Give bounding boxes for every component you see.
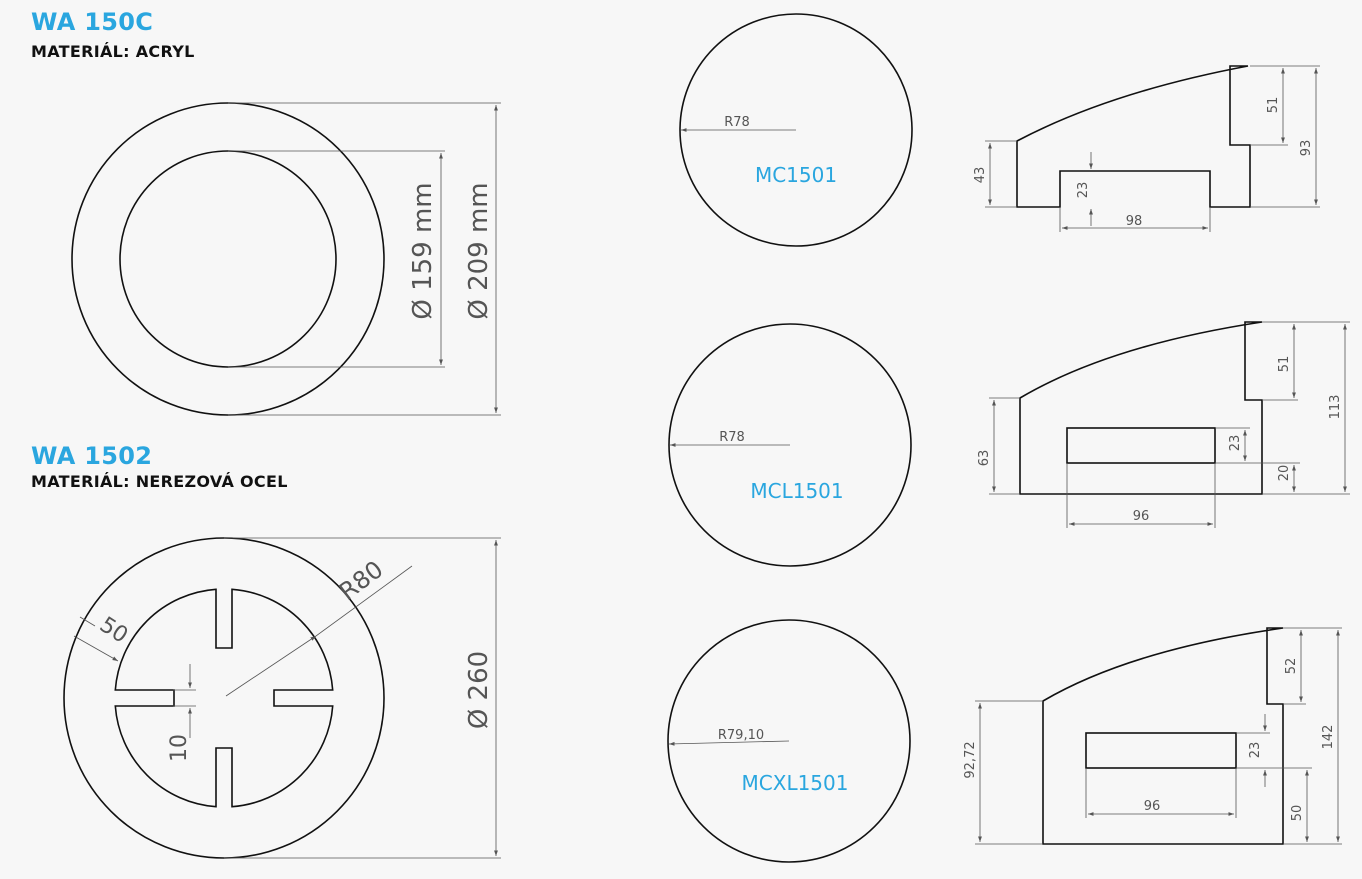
mcl1501-model-label: MCL1501 bbox=[750, 479, 843, 503]
wa150c-outer-circle bbox=[71, 102, 385, 416]
mcxl1501-left-height-label: 92,72 bbox=[963, 741, 978, 778]
mcl1501-left-height-label: 63 bbox=[977, 450, 992, 467]
wa1502-radius-label: R80 bbox=[334, 555, 389, 606]
wa1502-slot-label: 10 bbox=[167, 734, 192, 762]
wa150c-inner-diameter-label: Ø 159 mm bbox=[408, 182, 438, 319]
mcxl1501-radius-label: R79,10 bbox=[718, 728, 764, 743]
mc1501-slot-width-label: 98 bbox=[1126, 214, 1143, 229]
material-label-wa1502: MATERIÁL: NEREZOVÁ OCEL bbox=[31, 472, 288, 491]
mc1501-top-view: R78 MC1501 bbox=[679, 13, 913, 247]
mc1501-model-label: MC1501 bbox=[755, 163, 837, 187]
material-label-wa150c: MATERIÁL: ACRYL bbox=[31, 42, 195, 61]
mcl1501-top-view: R78 MCL1501 bbox=[668, 323, 912, 567]
mc1501-slot-height-label: 23 bbox=[1076, 182, 1091, 199]
wa1502-outer-diameter-label: Ø 260 bbox=[464, 651, 494, 729]
mcl1501-radius-label: R78 bbox=[719, 430, 745, 445]
mcxl1501-model-label: MCXL1501 bbox=[742, 771, 849, 795]
wa150c-ring-drawing: Ø 159 mm Ø 209 mm bbox=[71, 102, 501, 416]
wa150c-outer-diameter-label: Ø 209 mm bbox=[464, 182, 494, 319]
mc1501-radius-label: R78 bbox=[724, 115, 750, 130]
mcxl1501-slot-height-label: 23 bbox=[1248, 742, 1263, 759]
mc1501-left-height-label: 43 bbox=[973, 167, 988, 184]
wa150c-inner-circle bbox=[119, 150, 337, 368]
mcl1501-slot-height-label: 23 bbox=[1228, 435, 1243, 452]
mcl1501-slot-bottom-label: 20 bbox=[1277, 465, 1292, 482]
mcl1501-side-profile: 51 113 63 23 20 96 bbox=[977, 321, 1350, 528]
mcl1501-step-height-label: 51 bbox=[1277, 356, 1292, 373]
mc1501-side-profile: 51 93 43 23 98 bbox=[973, 65, 1320, 232]
product-title-wa1502: WA 1502 bbox=[31, 442, 153, 470]
wa1502-inner-slotted-contour bbox=[114, 588, 334, 808]
mcl1501-slot-width-label: 96 bbox=[1133, 509, 1150, 524]
mc1501-step-height-label: 51 bbox=[1266, 97, 1281, 114]
mcxl1501-slot-width-label: 96 bbox=[1144, 799, 1161, 814]
mcxl1501-side-profile: 52 142 92,72 23 50 96 bbox=[963, 627, 1342, 845]
mcxl1501-top-view: R79,10 MCXL1501 bbox=[667, 619, 911, 863]
mcxl1501-total-height-label: 142 bbox=[1321, 725, 1336, 750]
mc1501-total-height-label: 93 bbox=[1299, 140, 1314, 157]
product-title-wa150c: WA 150C bbox=[31, 8, 154, 36]
mcl1501-total-height-label: 113 bbox=[1328, 395, 1343, 420]
mcxl1501-step-height-label: 52 bbox=[1284, 658, 1299, 675]
wa1502-ring-drawing: R80 50 10 Ø 260 bbox=[63, 537, 501, 859]
wa1502-width-label: 50 bbox=[95, 612, 132, 648]
mcxl1501-slot-bottom-label: 50 bbox=[1290, 805, 1305, 822]
